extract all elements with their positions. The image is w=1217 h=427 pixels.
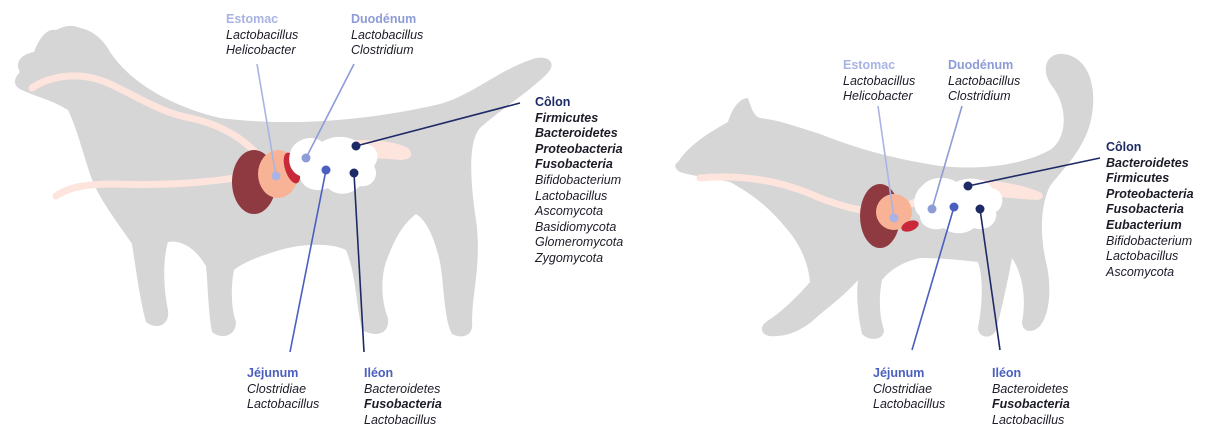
bacteria-item: Bacteroidetes xyxy=(535,126,623,142)
bacteria-item: Lactobacillus xyxy=(364,413,442,427)
bacteria-item: Fusobacteria xyxy=(1106,202,1194,218)
cat-duodenum-title: Duodénum xyxy=(948,58,1020,74)
bacteria-item: Lactobacillus xyxy=(247,397,319,413)
bacteria-item: Bacteroidetes xyxy=(364,382,442,398)
dog-estomac-dot xyxy=(272,172,281,181)
bacteria-item: Lactobacillus xyxy=(535,189,623,205)
dog-duodenum-title: Duodénum xyxy=(351,12,423,28)
bacteria-item: Lactobacillus xyxy=(992,413,1070,427)
bacteria-item: Lactobacillus xyxy=(843,74,915,90)
dog-colon-title: Côlon xyxy=(535,95,623,111)
cat-duodenum-dot xyxy=(928,205,937,214)
dog-jejunum-dot xyxy=(322,166,331,175)
bacteria-item: Lactobacillus xyxy=(1106,249,1194,265)
cat-colon-dot xyxy=(964,182,973,191)
bacteria-item: Clostridium xyxy=(351,43,423,59)
bacteria-item: Firmicutes xyxy=(1106,171,1194,187)
cat-intestine xyxy=(914,178,1002,233)
cat-jejunum-dot xyxy=(950,203,959,212)
bacteria-item: Fusobacteria xyxy=(364,397,442,413)
bacteria-item: Fusobacteria xyxy=(535,157,623,173)
bacteria-item: Clostridiae xyxy=(247,382,319,398)
bacteria-item: Fusobacteria xyxy=(992,397,1070,413)
bacteria-item: Zygomycota xyxy=(535,251,623,267)
dog-ileon-title: Iléon xyxy=(364,366,442,382)
bacteria-item: Ascomycota xyxy=(1106,265,1194,281)
bacteria-item: Ascomycota xyxy=(535,204,623,220)
bacteria-item: Helicobacter xyxy=(843,89,915,105)
bacteria-item: Lactobacillus xyxy=(351,28,423,44)
bacteria-item: Bifidobacterium xyxy=(535,173,623,189)
bacteria-item: Lactobacillus xyxy=(226,28,298,44)
bacteria-item: Proteobacteria xyxy=(1106,187,1194,203)
bacteria-item: Clostridiae xyxy=(873,382,945,398)
dog-duodenum-dot xyxy=(302,154,311,163)
bacteria-item: Proteobacteria xyxy=(535,142,623,158)
cat-estomac-dot xyxy=(890,214,899,223)
bacteria-item: Bifidobacterium xyxy=(1106,234,1194,250)
bacteria-item: Glomeromycota xyxy=(535,235,623,251)
cat-jejunum-title: Jéjunum xyxy=(873,366,945,382)
dog-estomac-title: Estomac xyxy=(226,12,298,28)
cat-colon-title: Côlon xyxy=(1106,140,1194,156)
bacteria-item: Eubacterium xyxy=(1106,218,1194,234)
bacteria-item: Helicobacter xyxy=(226,43,298,59)
bacteria-item: Bacteroidetes xyxy=(1106,156,1194,172)
dog-jejunum-title: Jéjunum xyxy=(247,366,319,382)
dog-ileon-dot xyxy=(350,169,359,178)
bacteria-item: Lactobacillus xyxy=(948,74,1020,90)
bacteria-item: Lactobacillus xyxy=(873,397,945,413)
cat-estomac-title: Estomac xyxy=(843,58,915,74)
bacteria-item: Bacteroidetes xyxy=(992,382,1070,398)
cat-ileon-dot xyxy=(976,205,985,214)
bacteria-item: Firmicutes xyxy=(535,111,623,127)
cat-ileon-title: Iléon xyxy=(992,366,1070,382)
bacteria-item: Basidiomycota xyxy=(535,220,623,236)
dog-colon-dot xyxy=(352,142,361,151)
bacteria-item: Clostridium xyxy=(948,89,1020,105)
